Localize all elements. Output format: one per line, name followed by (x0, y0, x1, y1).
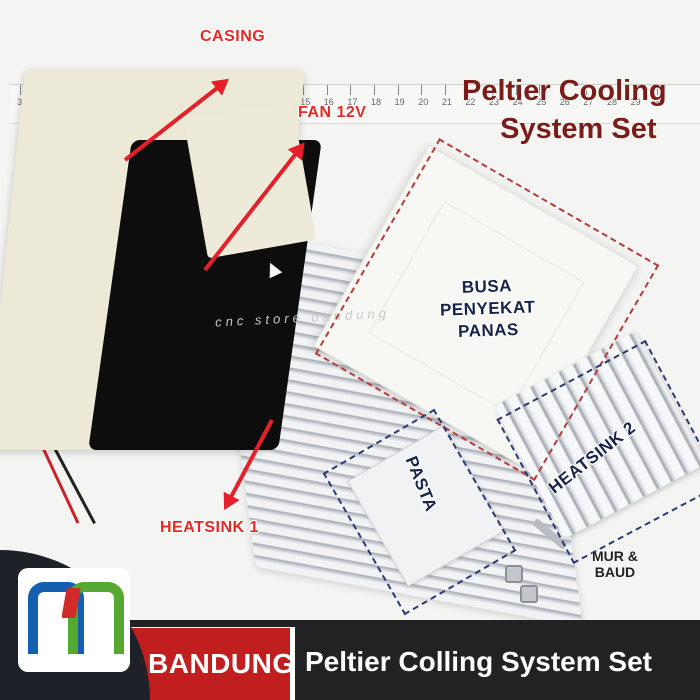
ruler-number: 21 (441, 97, 452, 107)
ruler-tick (492, 85, 493, 95)
logo-blue-arch (28, 582, 84, 654)
ruler-number: 19 (394, 97, 405, 107)
ruler-tick (374, 85, 375, 95)
ruler-tick (397, 85, 399, 95)
ruler-tick (610, 85, 611, 95)
ruler-tick (468, 85, 470, 95)
ruler-tick (633, 85, 635, 95)
ruler-number: 27 (583, 97, 594, 107)
ruler-tick (586, 85, 588, 95)
ruler-tick (350, 85, 352, 95)
heatsink-1-label: HEATSINK 1 (160, 519, 259, 536)
nut-shape (505, 565, 523, 583)
ruler-number: 18 (371, 97, 382, 107)
foam-label: BUSA PENYEKAT PANAS (439, 276, 536, 342)
ruler-number: 30 (654, 97, 665, 107)
ruler-tick (303, 85, 305, 95)
ruler-tick (515, 85, 517, 95)
product-title-line-1: Peltier Cooling (462, 75, 667, 107)
logo-green-arch (68, 582, 124, 654)
ruler-number: 3 (17, 97, 23, 107)
ruler-number: 17 (347, 97, 358, 107)
ruler-tick (539, 85, 541, 95)
ruler-number: 28 (607, 97, 618, 107)
banner-city-text: BANDUNG (148, 648, 295, 679)
ruler-tick (20, 85, 21, 95)
ruler-number: 22 (465, 97, 476, 107)
ruler-number: 20 (418, 97, 429, 107)
ruler-number: 16 (323, 97, 334, 107)
ruler-tick (657, 85, 659, 95)
ruler-tick (421, 85, 423, 95)
ruler-number: 24 (512, 97, 523, 107)
ruler-number: 23 (489, 97, 500, 107)
nut-shape (520, 585, 538, 603)
ruler-number: 26 (559, 97, 570, 107)
banner-product-text: Peltier Colling System Set (305, 646, 652, 677)
nut-bolt-label: MUR & BAUD (592, 548, 638, 580)
ruler-tick (562, 85, 564, 95)
ruler-tick (444, 85, 446, 95)
product-title-line-2: System Set (500, 113, 657, 145)
ruler-number: 25 (536, 97, 547, 107)
product-title: Peltier Cooling System Set (462, 72, 667, 148)
ruler-tick (326, 85, 328, 95)
fan-label: FAN 12V (298, 104, 367, 121)
ruler-number: 15 (300, 97, 311, 107)
ruler-number: 29 (630, 97, 641, 107)
casing-label: CASING (200, 28, 266, 45)
